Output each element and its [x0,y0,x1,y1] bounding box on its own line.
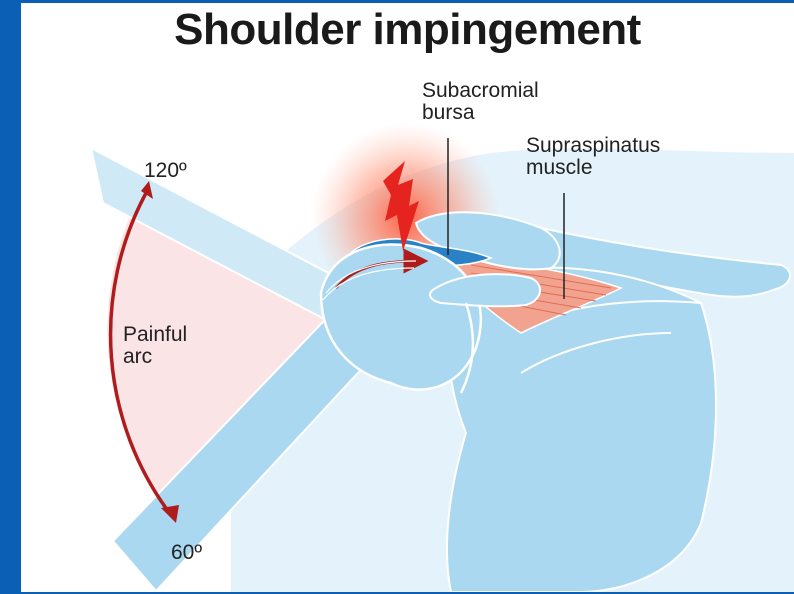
label-line: bursa [422,102,539,124]
label-line: Supraspinatus [526,135,660,157]
label-line: arc [123,346,187,368]
label-line: Painful [123,324,187,346]
diagram-frame: Shoulder impingement Subacromial bursa S… [21,3,794,592]
scapula [447,267,716,592]
label-supraspinatus-muscle: Supraspinatus muscle [526,135,660,179]
label-line: Subacromial [422,80,539,102]
shoulder-illustration [21,3,794,592]
label-line: muscle [526,157,660,179]
label-painful-arc: Painful arc [123,324,187,368]
label-angle-120: 120º [144,160,187,182]
label-subacromial-bursa: Subacromial bursa [422,80,539,124]
diagram-title: Shoulder impingement [21,5,794,55]
label-angle-60: 60º [171,542,202,564]
